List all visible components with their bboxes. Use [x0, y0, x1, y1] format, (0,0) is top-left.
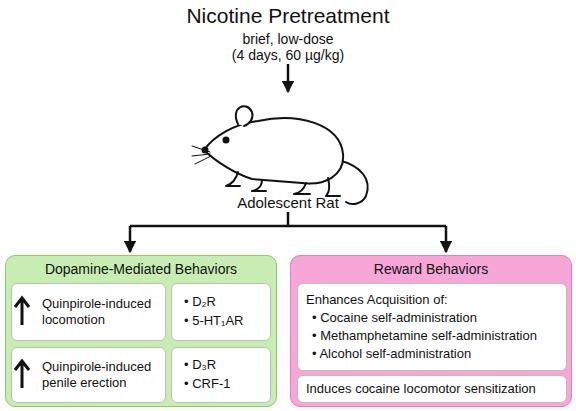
title: Nicotine Pretreatment: [0, 4, 576, 28]
receptor-box: • D₂R• 5-HT₁AR: [171, 283, 271, 341]
annotation-label: (4 days, 60 µg/kg): [0, 47, 576, 63]
flow-arrow: [129, 226, 132, 252]
receptor-name: • 5-HT₁AR: [184, 312, 266, 331]
group-heading: Reward Behaviors: [291, 261, 571, 277]
receptor-box: • D₃R• CRF-1: [171, 347, 271, 403]
increase-arrow: [15, 361, 29, 388]
reward-box: Induces cocaine locomotor sensitization: [297, 375, 567, 403]
receptor-name: • D₃R: [184, 356, 266, 375]
group-box: Reward BehaviorsEnhances Acquisition of:…: [290, 255, 572, 407]
bullet-item: • Alcohol self-administration: [306, 345, 562, 363]
increase-arrow: [15, 298, 29, 325]
receptor-name: • D₂R: [184, 293, 266, 312]
behavior-box: Quinpirole-induced locomotion: [11, 283, 166, 341]
reward-box: Enhances Acquisition of:• Cocaine self-a…: [297, 283, 567, 371]
box-text: Quinpirole-induced locomotion: [42, 296, 161, 327]
box-text: Quinpirole-induced penile erection: [42, 359, 161, 390]
rat-illustration: [192, 106, 368, 204]
bullet-item: • Methamphetamine self-administration: [306, 327, 562, 345]
group-heading: Dopamine-Mediated Behaviors: [6, 261, 276, 277]
annotation-label: brief, low-dose: [0, 31, 576, 47]
annotation-label: Adolescent Rat: [0, 194, 576, 211]
box-text: Enhances Acquisition of:: [306, 291, 562, 309]
bullet-item: • Cocaine self-administration: [306, 309, 562, 327]
branch-line: [130, 212, 446, 226]
receptor-name: • CRF-1: [184, 375, 266, 394]
flow-arrow: [287, 64, 290, 92]
behavior-box: Quinpirole-induced penile erection: [11, 347, 166, 403]
flow-arrow: [445, 226, 448, 252]
group-box: Dopamine-Mediated BehaviorsQuinpirole-in…: [5, 255, 277, 407]
box-text: Induces cocaine locomotor sensitization: [306, 381, 562, 397]
